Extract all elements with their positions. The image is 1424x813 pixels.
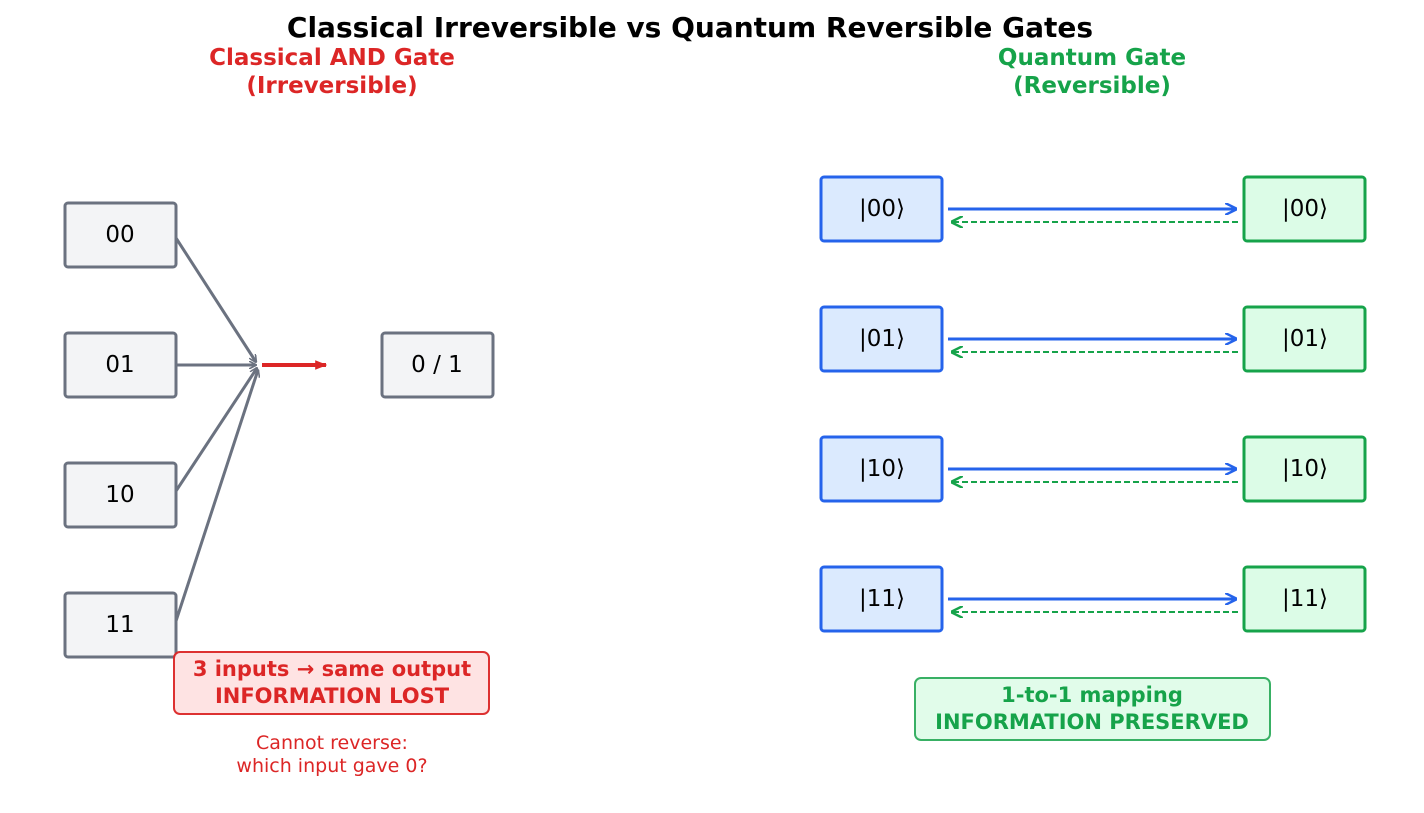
classical-input-label: 11 [105,612,134,638]
page-title: Classical Irreversible vs Quantum Revers… [287,11,1093,44]
quantum-input-box [819,175,944,243]
quantum-input-box [819,565,944,633]
quantum-input-label: |11⟩ [859,586,905,612]
summary-line1: 1-to-1 mapping [1001,683,1183,707]
quantum-output-box [1242,435,1367,503]
classical-arrows [174,237,328,622]
information-preserved-callout: 1-to-1 mapping INFORMATION PRESERVED [914,677,1271,741]
warning-line2: INFORMATION LOST [215,684,450,708]
quantum-input-box [819,305,944,373]
arrow-11-to-merge [174,370,258,622]
quantum-input-label: |01⟩ [859,326,905,352]
quantum-row-10: |10⟩ |10⟩ [819,435,1367,503]
quantum-output-label: |01⟩ [1282,326,1328,352]
classical-heading-line2: (Irreversible) [246,73,417,99]
quantum-row-01: |01⟩ |01⟩ [819,305,1367,373]
classical-input-label: 01 [105,352,134,378]
warning-line1: 3 inputs → same output [193,657,471,681]
quantum-output-box [1242,565,1367,633]
quantum-input-label: |00⟩ [859,196,905,222]
classical-output-box: 0 / 1 [380,331,495,399]
quantum-row-00: |00⟩ |00⟩ [819,175,1367,243]
classical-heading-line1: Classical AND Gate [209,45,455,71]
summary-line2: INFORMATION PRESERVED [935,710,1249,734]
information-lost-callout: 3 inputs → same output INFORMATION LOST [173,651,490,715]
arrow-10-to-merge [174,368,257,492]
classical-input-11: 11 [63,591,178,659]
classical-output-label: 0 / 1 [411,352,463,378]
irreversible-note-line2: which input gave 0? [236,755,427,777]
arrow-00-to-merge [174,237,256,362]
quantum-row-11: |11⟩ |11⟩ [819,565,1367,633]
quantum-output-box [1242,305,1367,373]
quantum-heading-line2: (Reversible) [1013,73,1171,99]
quantum-input-box [819,435,944,503]
quantum-output-box [1242,175,1367,243]
quantum-output-label: |10⟩ [1282,456,1328,482]
irreversible-note-line1: Cannot reverse: [256,732,408,754]
quantum-output-label: |00⟩ [1282,196,1328,222]
quantum-heading-line1: Quantum Gate [998,45,1186,71]
classical-input-10: 10 [63,461,178,529]
classical-input-label: 10 [105,482,134,508]
classical-input-label: 00 [105,222,134,248]
classical-input-00: 00 [63,201,178,269]
quantum-input-label: |10⟩ [859,456,905,482]
classical-input-01: 01 [63,331,178,399]
quantum-output-label: |11⟩ [1282,586,1328,612]
